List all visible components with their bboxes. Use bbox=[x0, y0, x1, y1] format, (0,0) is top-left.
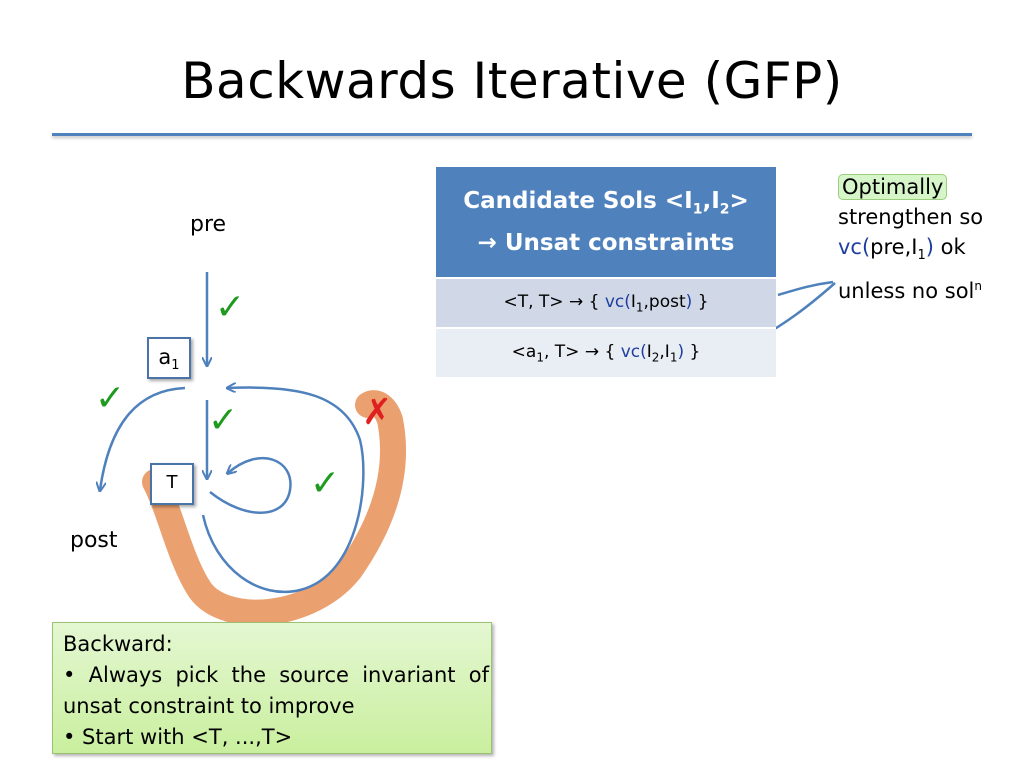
table-header: Candidate Sols <I1,I2> → Unsat constrain… bbox=[436, 167, 776, 278]
a1-node: a1 bbox=[147, 337, 191, 379]
self-loop-arrow bbox=[209, 456, 292, 514]
arrow-to-post bbox=[100, 386, 186, 490]
note-line-2: strengthen so bbox=[838, 205, 984, 229]
outer-loop-arrow bbox=[201, 388, 365, 594]
header-line-2: → Unsat constraints bbox=[477, 230, 735, 257]
backward-callout: Backward: • Always pick the source invar… bbox=[52, 622, 492, 754]
callout-bullet-2: • Start with <T, ...,T> bbox=[63, 725, 293, 749]
pre-label: pre bbox=[190, 212, 227, 237]
top-node: T bbox=[150, 463, 194, 505]
check-mark-to-T: ✓ bbox=[208, 400, 239, 441]
post-label: post bbox=[70, 528, 118, 553]
candidate-solutions-table: Candidate Sols <I1,I2> → Unsat constrain… bbox=[436, 167, 776, 377]
callout-heading: Backward: bbox=[63, 632, 173, 656]
cross-mark-outer-loop: ✗ bbox=[362, 392, 393, 433]
slide-title: Backwards Iterative (GFP) bbox=[181, 52, 843, 110]
check-mark-self-loop: ✓ bbox=[310, 463, 341, 504]
title-underline bbox=[52, 133, 972, 136]
arrow-glyph: → bbox=[477, 230, 497, 257]
table-row: <T, T> → { vc(I1,post) } bbox=[436, 277, 776, 328]
check-mark-pre: ✓ bbox=[215, 287, 246, 328]
side-note: Optimally strengthen so vc(pre,I1) ok un… bbox=[838, 172, 1018, 306]
note-arrow-upper bbox=[777, 280, 834, 297]
callout-bullet-1: • Always pick the source invariant of un… bbox=[63, 663, 489, 718]
loop-highlight-band bbox=[142, 390, 406, 626]
table-row: <a1, T> → { vc(I2,I1) } bbox=[436, 327, 776, 377]
note-line-4: unless no soln bbox=[838, 279, 982, 304]
check-mark-post: ✓ bbox=[95, 378, 126, 419]
header-line-1: Candidate Sols <I1,I2> bbox=[463, 187, 749, 218]
note-line-3: vc(pre,I1) ok bbox=[838, 235, 966, 264]
note-highlight: Optimally bbox=[838, 174, 948, 200]
